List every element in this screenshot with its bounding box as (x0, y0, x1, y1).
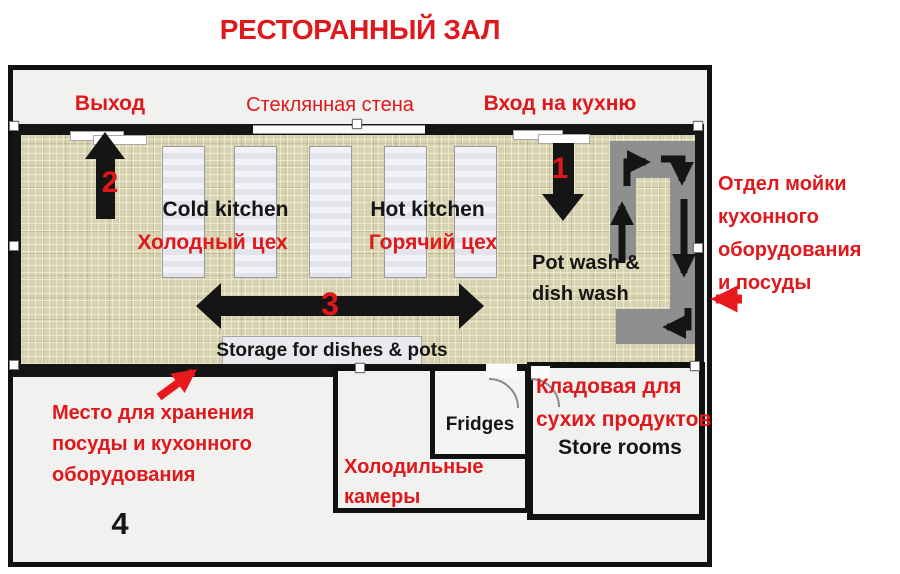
work-table (384, 146, 427, 278)
selection-handle[interactable] (355, 363, 365, 373)
route-number-1: 1 (551, 152, 569, 185)
dishwash-area-bottom (616, 309, 696, 344)
store-rooms-label: Store rooms (558, 436, 682, 459)
glass-wall (253, 125, 425, 134)
hot-kitchen-label: Hot kitchen (370, 198, 485, 221)
selection-handle[interactable] (9, 241, 19, 251)
glass-wall-label: Стеклянная стена (246, 94, 414, 116)
kitchen-entrance-label: Вход на кухню (483, 92, 637, 115)
storage-label: Storage for dishes & pots (216, 340, 448, 361)
route-number-3: 3 (321, 286, 339, 322)
work-table (162, 146, 205, 278)
route-number-4: 4 (111, 506, 129, 541)
selection-handle[interactable] (693, 121, 703, 131)
work-table (454, 146, 497, 278)
wash-dept-annotation: Отдел мойки кухонного оборудования и пос… (718, 173, 862, 294)
route-number-2: 2 (101, 166, 119, 199)
cold-rooms-annotation: Холодильные камеры (344, 456, 484, 508)
page-title: РЕСТОРАННЫЙ ЗАЛ (219, 14, 501, 45)
cold-kitchen-label: Cold kitchen (162, 198, 289, 221)
selection-handle[interactable] (352, 119, 362, 129)
hot-kitchen-label-ru: Горячий цех (368, 231, 498, 254)
kitchen-entrance-door (538, 134, 590, 144)
fridges-door-gap (486, 364, 517, 378)
selection-handle[interactable] (9, 121, 19, 131)
dishwash-area-top (610, 141, 696, 178)
fridges-room (430, 366, 530, 459)
exit-label: Выход (74, 92, 146, 115)
selection-handle[interactable] (9, 360, 19, 370)
storage-place-annotation: Место для хранения посуды и кухонного об… (52, 402, 255, 486)
dry-storage-annotation: Кладовая для сухих продуктов (536, 375, 712, 431)
work-table (234, 146, 277, 278)
selection-handle[interactable] (693, 243, 703, 253)
exit-door (93, 135, 147, 145)
work-table (309, 146, 352, 278)
pot-wash-label: Pot wash & dish wash (532, 252, 640, 305)
store-rooms-door-gap (531, 366, 550, 379)
cold-kitchen-label-ru: Холодный цех (137, 231, 288, 254)
fridges-label: Fridges (445, 414, 515, 435)
selection-handle[interactable] (690, 361, 700, 371)
